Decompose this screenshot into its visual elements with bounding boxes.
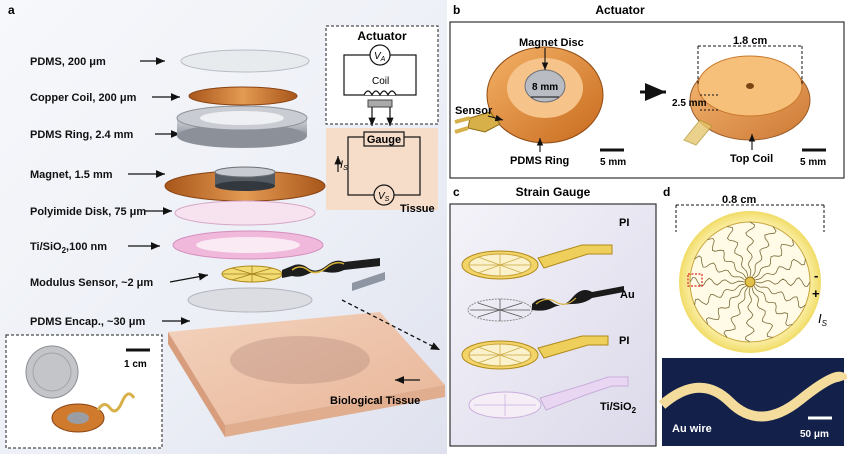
magnet-disc-label: Magnet Disc (519, 37, 584, 49)
gauge-spoke (753, 239, 795, 279)
layer-label-tisio2: Ti/SiO2,100 nm (30, 241, 107, 255)
device-left (454, 46, 604, 144)
tisio2-layer-c (468, 376, 629, 419)
gauge-spoke (755, 277, 811, 288)
panel-c-title: Strain Gauge (516, 185, 591, 199)
plus-terminal: + (812, 286, 820, 301)
au-layer (467, 286, 624, 322)
au-wire-trace (658, 371, 847, 422)
diameter-08cm-label: 0.8 cm (722, 194, 756, 206)
gauge-spoke (689, 276, 745, 287)
panel-a: a PDMS, 200 μm Copper Coil, 200 μm PDMS … (0, 0, 447, 454)
panel-letter-a: a (8, 3, 15, 17)
pdms-ring-label: PDMS Ring (510, 155, 569, 167)
au-wire-label: Au wire (672, 423, 712, 435)
gauge-spoke (726, 226, 749, 277)
height-25mm-label: 2.5 mm (672, 98, 707, 109)
pi-layer-bottom (461, 335, 609, 370)
is-label-d: IS (818, 311, 828, 328)
gauge-spoke (751, 287, 774, 338)
scale-left-label: 5 mm (600, 157, 626, 168)
gauge-label: Gauge (367, 134, 401, 146)
layer-labels: PDMS, 200 μm Copper Coil, 200 μm PDMS Ri… (30, 56, 153, 328)
is-label: IS (340, 159, 348, 172)
panel-b-title: Actuator (595, 3, 645, 17)
layer-stack (164, 49, 385, 313)
copper-coil-layer (188, 86, 298, 106)
magnet-symbol (367, 99, 393, 108)
layer-label-magnet: Magnet, 1.5 mm (30, 169, 113, 181)
inset-photo: 1 cm (5, 334, 163, 449)
actuator-circuit-title: Actuator (357, 29, 407, 43)
eight-mm-label: 8 mm (532, 82, 558, 93)
polyimide-disk-layer (174, 200, 316, 226)
actuator-circuit: Actuator VA Coil (325, 25, 439, 126)
top-coil-label: Top Coil (730, 153, 773, 165)
micrograph-background (662, 358, 844, 446)
pdms-top-layer (180, 49, 310, 73)
layer-label-pdms-ring: PDMS Ring, 2.4 mm (30, 129, 134, 141)
zoom-dashed-arrow (341, 299, 441, 351)
layer-label-pdms-encap: PDMS Encap., ~30 μm (30, 316, 145, 328)
layer-arrows (128, 57, 209, 325)
gauge-spoke (694, 255, 745, 281)
gauge-spoke (705, 285, 747, 325)
gauge-disk (679, 211, 821, 353)
panel-c: c Strain Gauge PI Au (449, 185, 657, 447)
pdms-ring-layer (176, 105, 308, 148)
coil-label: Coil (372, 76, 389, 87)
va-meter (369, 44, 391, 66)
biological-tissue-block (168, 312, 445, 437)
au-label: Au (620, 289, 635, 301)
gauge-spoke (744, 287, 755, 343)
device-right (683, 55, 811, 146)
coil-symbol (363, 90, 397, 97)
layer-label-copper-coil: Copper Coil, 200 μm (30, 92, 137, 104)
gauge-spoke (723, 287, 749, 338)
width-18cm-label: 1.8 cm (733, 35, 767, 47)
panel-letter-c: c (453, 185, 460, 199)
gauge-spoke (707, 237, 747, 279)
gauge-circuit: Gauge IS VS Tissue (326, 128, 438, 215)
pi-layer-top (461, 244, 613, 280)
layer-label-pdms: PDMS, 200 μm (30, 56, 106, 68)
zoom-region-box (687, 273, 703, 287)
magnet-layer (164, 166, 326, 202)
actuator-circuit-box (325, 25, 439, 125)
inset-scale-label: 1 cm (124, 359, 147, 370)
panel-d: d 0.8 cm - + IS Au wire 50 μm (658, 185, 847, 446)
panel-letter-b: b (453, 3, 460, 17)
gauge-spoke (753, 285, 793, 327)
layer-label-polyimide-disk: Polyimide Disk, 75 μm (30, 206, 146, 218)
tissue-label: Tissue (400, 203, 435, 215)
pi-label-bottom: PI (619, 335, 629, 347)
minus-terminal: - (814, 268, 818, 283)
gauge-spoke (745, 221, 756, 277)
va-label: VA (374, 51, 386, 63)
panel-letter-d: d (663, 185, 670, 199)
panel-b: b Actuator Magnet Disc 8 mm Sensor PDMS … (449, 3, 845, 179)
gauge-spoke (694, 283, 745, 306)
pi-label-top: PI (619, 217, 629, 229)
sensor-label: Sensor (455, 105, 493, 117)
au-wire-micrograph: Au wire 50 μm (658, 358, 847, 446)
tisio2-layer (172, 230, 324, 260)
gauge-spoke (755, 258, 806, 281)
layer-label-modulus-sensor: Modulus Sensor, ~2 μm (30, 277, 153, 289)
biological-tissue-label: Biological Tissue (330, 395, 420, 407)
gauge-spoke (751, 226, 777, 277)
micrograph-scale-label: 50 μm (800, 429, 829, 440)
tisio2-label-c: Ti/SiO2 (600, 401, 637, 415)
vs-label: VS (378, 191, 390, 203)
scale-right-label: 5 mm (800, 157, 826, 168)
device-tail (96, 392, 136, 413)
coin (25, 345, 79, 399)
vs-meter (373, 184, 395, 206)
modulus-sensor-layer (221, 258, 385, 291)
gauge-spoke (755, 283, 806, 309)
pdms-encap-layer (187, 287, 313, 313)
gauge-box (363, 131, 405, 147)
